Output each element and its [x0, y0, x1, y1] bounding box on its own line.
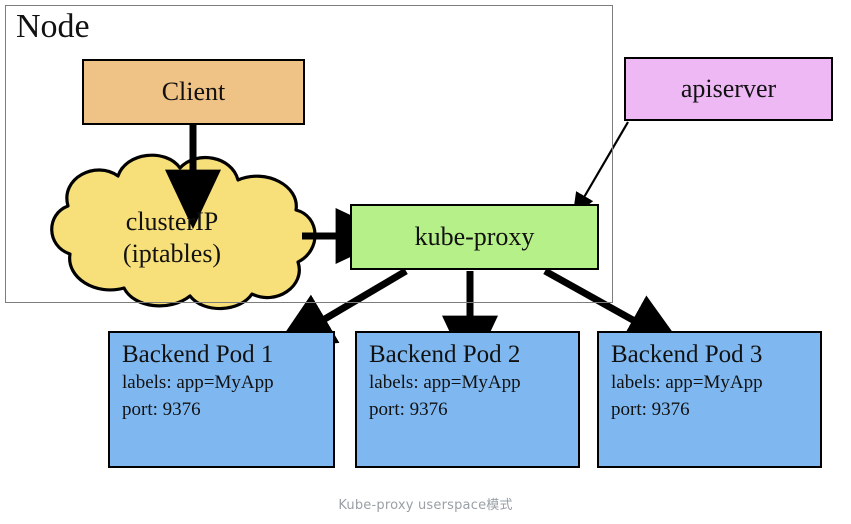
edge-apiserver-to-kube-proxy [572, 121, 629, 218]
clusterip-cloud-shape [50, 153, 317, 311]
figure-caption: Kube-proxy userspace模式 [338, 498, 513, 513]
backend-pod-3-labels: labels: app=MyApp [611, 372, 763, 394]
node-container-label: Node [16, 8, 90, 45]
backend-pod-3-title: Backend Pod 3 [611, 341, 763, 368]
backend-pod-2-labels: labels: app=MyApp [369, 372, 521, 394]
edge-kube-proxy-to-pod-3 [543, 267, 685, 349]
clusterip-node-label-line1: clusterIP [125, 206, 219, 236]
backend-pod-1-labels: labels: app=MyApp [122, 372, 274, 394]
apiserver-node[interactable]: apiserver [624, 57, 833, 121]
edge-kube-proxy-to-pod-1 [274, 267, 408, 349]
backend-pod-3-port: port: 9376 [611, 399, 690, 421]
kube-proxy-node[interactable]: kube-proxy [350, 204, 599, 270]
node-container [5, 5, 613, 303]
backend-pod-2-title: Backend Pod 2 [369, 341, 521, 368]
clusterip-node-label-line2: (iptables) [122, 238, 222, 268]
backend-pod-1[interactable]: Backend Pod 1 labels: app=MyApp port: 93… [108, 331, 335, 468]
kube-proxy-node-label: kube-proxy [414, 222, 535, 251]
clusterip-node-labels: clusterIP (iptables) [14, 179, 324, 302]
backend-pod-2-port: port: 9376 [369, 399, 448, 421]
apiserver-node-label: apiserver [680, 74, 777, 103]
backend-pod-3[interactable]: Backend Pod 3 labels: app=MyApp port: 93… [597, 331, 822, 468]
client-node[interactable]: Client [82, 59, 305, 125]
backend-pod-2[interactable]: Backend Pod 2 labels: app=MyApp port: 93… [355, 331, 580, 468]
client-node-label: Client [161, 77, 226, 106]
backend-pod-1-title: Backend Pod 1 [122, 341, 274, 368]
backend-pod-1-port: port: 9376 [122, 399, 201, 421]
clusterip-node[interactable]: clusterIP (iptables) [14, 179, 324, 302]
